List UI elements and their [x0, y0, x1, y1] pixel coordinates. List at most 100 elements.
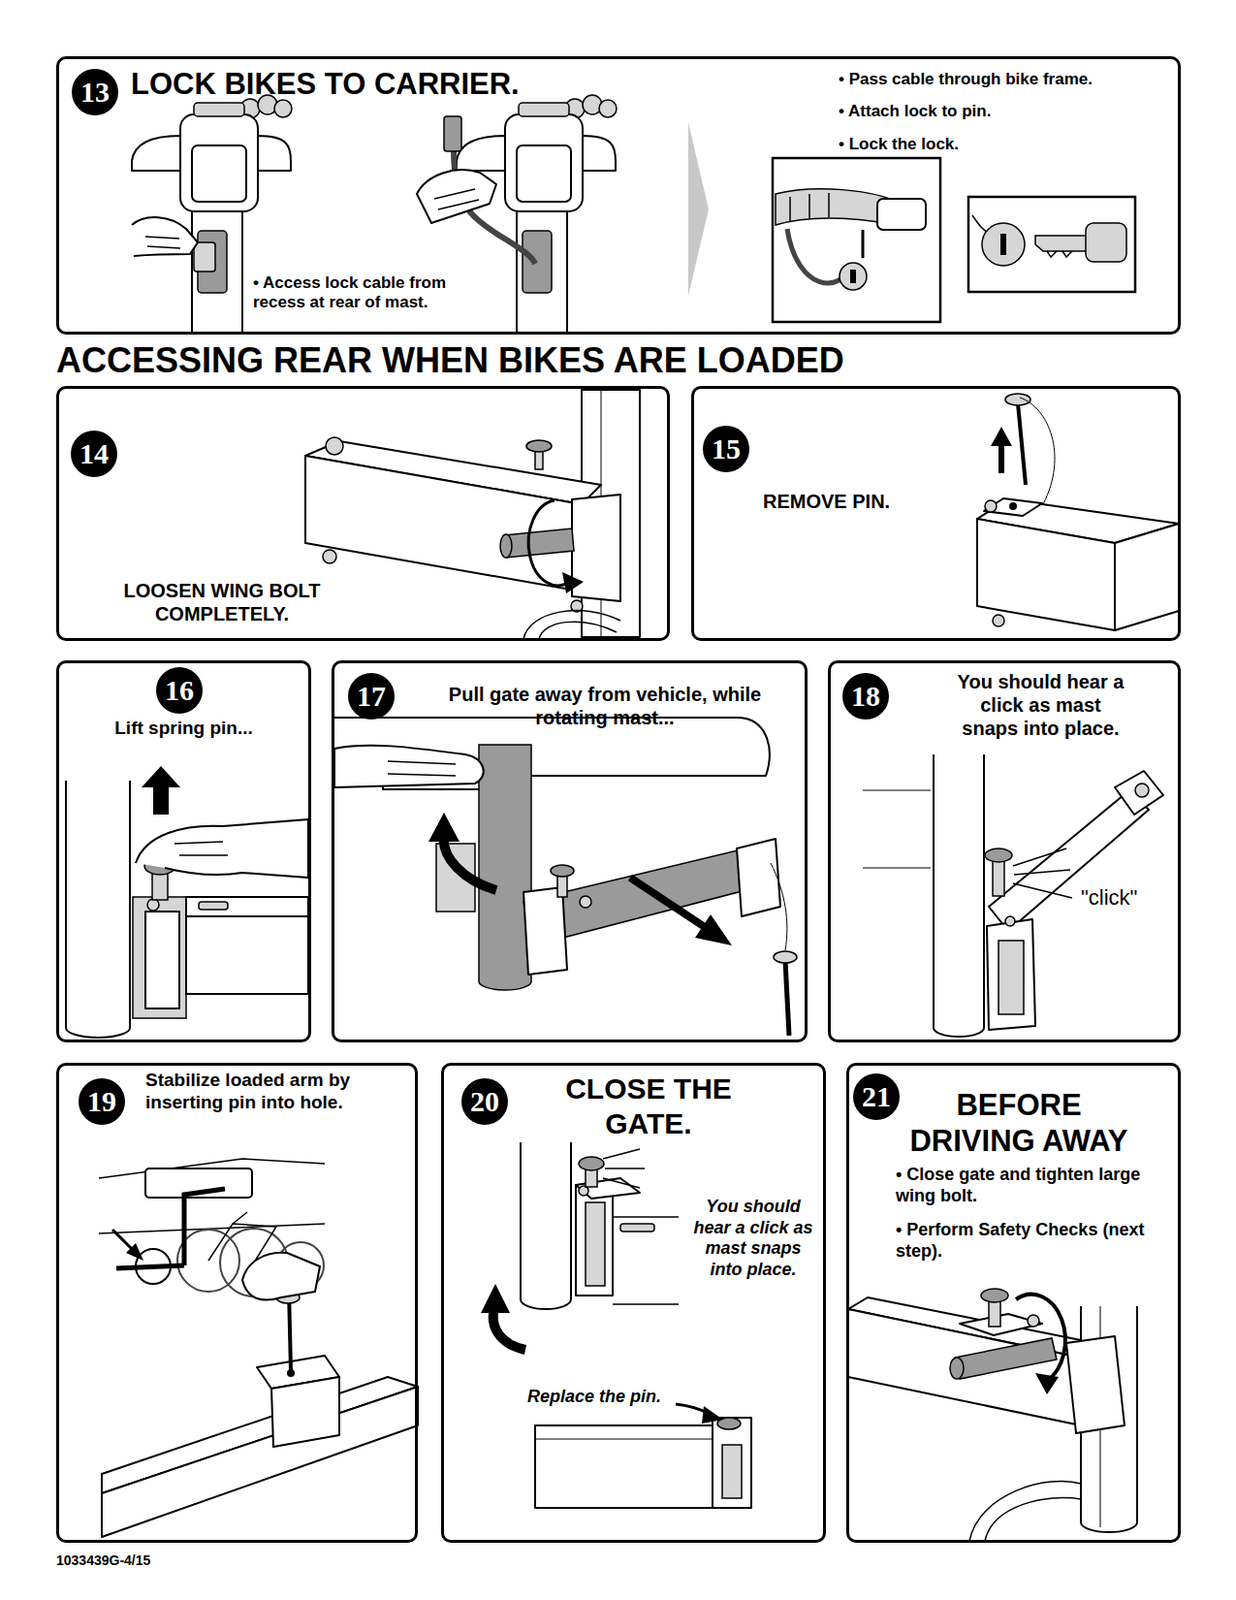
stabilize-figure: [116, 1265, 185, 1268]
spring-pin-figure: [145, 911, 180, 1009]
step-panel: 16Lift spring pin...: [56, 660, 312, 1043]
document-code: 1033439G-4/15: [56, 1552, 151, 1568]
step-title: LOCK BIKES TO CARRIER.: [130, 65, 520, 102]
mast-click-figure: [998, 940, 1024, 1015]
step-number: 18: [842, 672, 889, 720]
lock-inset: [772, 158, 941, 322]
close-gate-figure: [535, 1438, 720, 1440]
rack-head-figure: [180, 114, 258, 212]
rack-head-figure: [516, 145, 571, 202]
rack-head-figure: [516, 198, 568, 333]
wing-bolt-figure: [322, 549, 337, 564]
step-chevron: [688, 122, 709, 296]
step-number: 17: [348, 672, 395, 720]
wing-bolt-figure: [523, 610, 621, 639]
instruction-text: You should hear a click as mast snaps in…: [950, 669, 1131, 740]
rack-head-figure: [456, 95, 617, 333]
key-inset: [1046, 251, 1073, 257]
mast-click-figure: [988, 790, 1149, 931]
mast-click-figure: [1005, 916, 1015, 926]
stabilize-figure: [98, 1158, 418, 1537]
wing-bolt-figure: [325, 437, 344, 455]
close-gate-figure: [612, 1215, 679, 1218]
step-title: CLOSE THE GATE.: [541, 1071, 756, 1141]
mast-click-figure: [862, 867, 931, 869]
tighten-bolt-figure: [1015, 1294, 1066, 1381]
remove-pin-figure: [990, 426, 1013, 474]
bullet-text: • Access lock cable from recess at rear …: [253, 273, 491, 314]
remove-pin-figure: [1019, 397, 1055, 505]
remove-pin-figure: [984, 500, 997, 512]
rack-head-figure: [193, 102, 245, 117]
rotate-mast-figure: [736, 838, 781, 917]
lock-inset: [772, 158, 941, 322]
stabilize-figure: [184, 1188, 225, 1266]
close-gate-figure: [493, 1306, 526, 1350]
rotate-mast-figure: [523, 887, 568, 975]
close-gate-figure: [722, 1444, 742, 1498]
wing-bolt-figure: [528, 500, 572, 586]
step-number: 19: [78, 1077, 126, 1125]
tighten-bolt-figure: [1066, 1335, 1125, 1433]
stabilize-figure: [135, 1248, 171, 1284]
note-text: Replace the pin.: [527, 1386, 662, 1408]
wing-bolt-figure: [305, 455, 582, 592]
stabilize-figure: [98, 1158, 325, 1234]
rotate-mast-figure: [387, 760, 456, 776]
mast-click-figure: [862, 754, 1164, 1037]
rack-head-figure: [193, 242, 216, 272]
rotate-mast-figure: [770, 862, 788, 951]
spring-pin-figure: [132, 896, 187, 1018]
close-gate-figure: [712, 1417, 752, 1508]
close-gate-figure: [701, 1405, 724, 1424]
remove-pin-figure: [1017, 403, 1026, 485]
close-gate-figure: [612, 1302, 679, 1305]
rotate-mast-figure: [695, 914, 732, 946]
step-panel: 20CLOSE THE GATE.You should hear a click…: [441, 1062, 826, 1543]
lock-inset: [839, 262, 867, 290]
spring-pin-figure: [152, 872, 168, 900]
spring-pin-figure: [65, 765, 309, 1038]
mast-click-figure: [984, 848, 1013, 862]
close-gate-figure: [535, 1425, 720, 1508]
mast-click-figure: [933, 754, 984, 1037]
mast-click-figure: [992, 856, 1005, 896]
rack-head-figure: [191, 198, 243, 333]
close-gate-figure: [585, 1202, 605, 1286]
tighten-bolt-figure: [1035, 1372, 1059, 1395]
key-inset: [1085, 222, 1127, 262]
wing-bolt-figure: [504, 528, 574, 558]
rack-head-figure: [582, 135, 616, 171]
remove-pin-figure: [1009, 502, 1017, 510]
rack-head-figure: [518, 102, 570, 117]
lock-inset: [850, 269, 856, 284]
rotate-mast-figure: [334, 717, 797, 1036]
step-panel: 19Stabilize loaded arm by inserting pin …: [56, 1062, 418, 1543]
lock-cable: [434, 189, 479, 210]
rack-head-figure: [456, 135, 506, 171]
rack-head-figure: [274, 99, 292, 118]
key-inset: [1035, 235, 1088, 252]
lock-cable: [416, 116, 536, 264]
wing-bolt-figure: [500, 534, 512, 558]
instruction-text: Pull gate away from vehicle, while rotat…: [430, 682, 780, 729]
tighten-bolt-figure: [848, 1288, 1138, 1541]
tighten-bolt-figure: [1027, 1314, 1040, 1327]
tighten-bolt-figure: [954, 1337, 1057, 1379]
section-heading: ACCESSING REAR WHEN BIKES ARE LOADED: [56, 341, 845, 381]
spring-pin-figure: [141, 765, 181, 815]
step-number: 14: [70, 430, 118, 477]
step-panel: 21BEFORE DRIVING AWAY• Close gate and ti…: [846, 1062, 1181, 1543]
rotate-mast-figure: [428, 812, 460, 842]
remove-pin-figure: [992, 614, 1005, 627]
mast-click-figure: [862, 790, 931, 792]
bullet-text: • Lock the lock.: [838, 134, 959, 155]
close-gate-figure: [520, 1141, 571, 1309]
rotate-mast-figure: [773, 950, 797, 963]
bullet-text: • Attach lock to pin.: [838, 101, 991, 122]
close-gate-figure: [575, 1184, 613, 1296]
rack-head-figure: [145, 236, 181, 249]
lock-cable: [416, 169, 497, 223]
